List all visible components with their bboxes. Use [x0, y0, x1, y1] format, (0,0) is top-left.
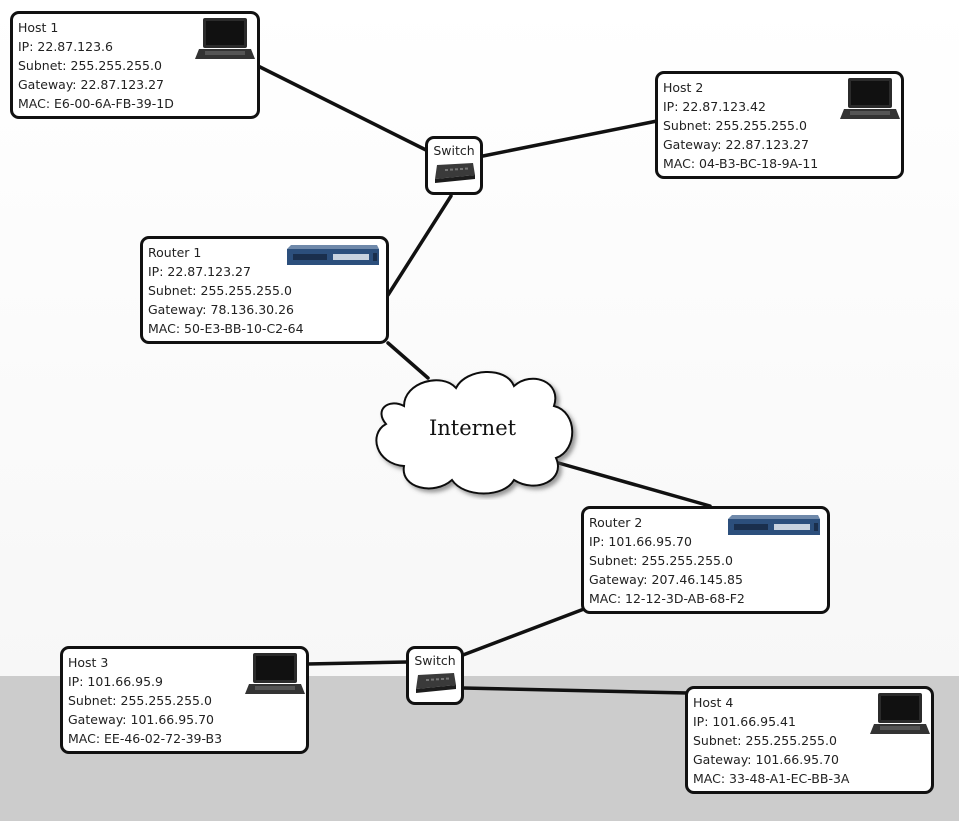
link-router2-switch2 — [461, 607, 586, 657]
router2-card[interactable]: Router 2 IP: 101.66.95.70 Subnet: 255.25… — [581, 506, 830, 614]
router1-title: Router 1 — [148, 245, 202, 260]
host4-gateway: Gateway: 101.66.95.70 — [693, 752, 839, 767]
router2-title: Router 2 — [589, 515, 643, 530]
router2-mac: MAC: 12-12-3D-AB-68-F2 — [589, 591, 745, 606]
link-switch1-host2 — [481, 119, 659, 158]
link-host3-switch2 — [305, 660, 409, 666]
link-router1-internet — [386, 341, 430, 380]
host2-gateway: Gateway: 22.87.123.27 — [663, 137, 809, 152]
router1-card[interactable]: Router 1 IP: 22.87.123.27 Subnet: 255.25… — [140, 236, 389, 344]
link-switch1-router1 — [386, 194, 453, 297]
internet-label: Internet — [428, 416, 517, 440]
laptop-icon — [840, 78, 900, 119]
host3-gateway: Gateway: 101.66.95.70 — [68, 712, 214, 727]
host3-subnet: Subnet: 255.255.255.0 — [68, 693, 212, 708]
host2-ip: IP: 22.87.123.42 — [663, 99, 766, 114]
router-icon — [287, 245, 379, 265]
router1-ip: IP: 22.87.123.27 — [148, 264, 251, 279]
laptop-icon — [870, 693, 930, 734]
switch-icon — [416, 673, 456, 693]
host4-ip: IP: 101.66.95.41 — [693, 714, 796, 729]
internet-cloud-icon — [375, 371, 574, 495]
switch2-card[interactable]: Switch — [406, 646, 464, 705]
host2-card[interactable]: Host 2 IP: 22.87.123.42 Subnet: 255.255.… — [655, 71, 904, 179]
link-host1-switch1 — [256, 64, 428, 152]
host3-ip: IP: 101.66.95.9 — [68, 674, 163, 689]
host1-gateway: Gateway: 22.87.123.27 — [18, 77, 164, 92]
host3-title: Host 3 — [68, 655, 109, 670]
host2-title: Host 2 — [663, 80, 704, 95]
host1-card[interactable]: Host 1 IP: 22.87.123.6 Subnet: 255.255.2… — [10, 11, 260, 119]
host4-title: Host 4 — [693, 695, 734, 710]
link-internet-router2 — [553, 460, 712, 508]
host3-mac: MAC: EE-46-02-72-39-B3 — [68, 731, 223, 746]
host2-mac: MAC: 04-B3-BC-18-9A-11 — [663, 156, 819, 171]
router1-mac: MAC: 50-E3-BB-10-C2-64 — [148, 321, 304, 336]
router2-gateway: Gateway: 207.46.145.85 — [589, 572, 743, 587]
host1-ip: IP: 22.87.123.6 — [18, 39, 113, 54]
host1-title: Host 1 — [18, 20, 59, 35]
router1-gateway: Gateway: 78.136.30.26 — [148, 302, 294, 317]
link-switch2-host4 — [461, 686, 690, 695]
switch1-card[interactable]: Switch — [425, 136, 483, 195]
router2-ip: IP: 101.66.95.70 — [589, 534, 692, 549]
host4-subnet: Subnet: 255.255.255.0 — [693, 733, 837, 748]
switch2-label: Switch — [414, 653, 456, 668]
switch-icon — [435, 163, 475, 183]
router2-subnet: Subnet: 255.255.255.0 — [589, 553, 733, 568]
laptop-icon — [195, 18, 255, 59]
host3-card[interactable]: Host 3 IP: 101.66.95.9 Subnet: 255.255.2… — [60, 646, 309, 754]
host2-subnet: Subnet: 255.255.255.0 — [663, 118, 807, 133]
host4-card[interactable]: Host 4 IP: 101.66.95.41 Subnet: 255.255.… — [685, 686, 934, 794]
router-icon — [728, 515, 820, 535]
host4-mac: MAC: 33-48-A1-EC-BB-3A — [693, 771, 850, 786]
switch1-label: Switch — [433, 143, 475, 158]
host1-subnet: Subnet: 255.255.255.0 — [18, 58, 162, 73]
router1-subnet: Subnet: 255.255.255.0 — [148, 283, 292, 298]
laptop-icon — [245, 653, 305, 694]
host1-mac: MAC: E6-00-6A-FB-39-1D — [18, 96, 174, 111]
